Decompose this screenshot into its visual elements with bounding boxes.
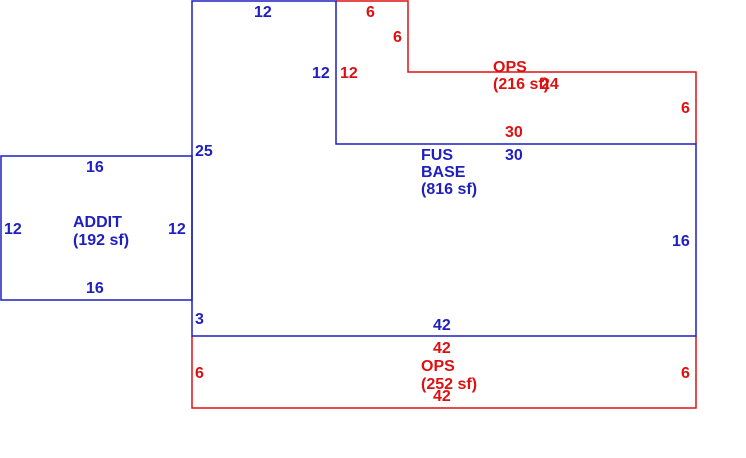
addit-top-dimension: 16 [86, 159, 104, 176]
base-right-dimension: 16 [672, 233, 690, 250]
ops-top-right-dimension: 6 [681, 100, 690, 117]
addit-area: (192 sf) [73, 232, 129, 249]
fus-base-name-line2: BASE [421, 164, 466, 181]
ops-top-area: (216 sf) [493, 76, 549, 93]
ops-bottom-top-dimension: 42 [433, 340, 451, 357]
ops-bottom-left-dimension: 6 [195, 365, 204, 382]
base-top-dimension: 12 [254, 4, 272, 21]
addit-outline [0, 155, 193, 301]
ops-bottom-name: OPS [421, 358, 455, 375]
ops-top-name: OPS [493, 59, 527, 76]
base-bottom-dimension: 42 [433, 317, 451, 334]
addit-bottom-dimension: 16 [86, 280, 104, 297]
ops-bottom-bottom-dimension: 42 [433, 388, 451, 405]
addit-left-dimension: 12 [4, 221, 22, 238]
addit-name: ADDIT [73, 214, 122, 231]
ops-top-left-dimension: 12 [340, 65, 358, 82]
ops-top-outline [336, 0, 697, 144]
ops-top-bottom-dimension: 30 [505, 124, 523, 141]
base-inner-horizontal-dimension: 30 [505, 147, 523, 164]
ops-bottom-area: (252 sf) [421, 376, 477, 393]
ops-bottom-outline [191, 336, 697, 409]
ops-top-step-dimension: 6 [393, 29, 402, 46]
base-inner-vertical-dimension: 12 [312, 65, 330, 82]
fus-base-name-line1: FUS [421, 147, 453, 164]
ops-top-top-dimension: 6 [366, 4, 375, 21]
addit-right-dimension: 12 [168, 221, 186, 238]
ops-top-upper-dimension: 24 [541, 76, 559, 93]
base-left-lower-dimension: 3 [195, 311, 204, 328]
fus-base-outline [191, 0, 697, 337]
ops-bottom-right-dimension: 6 [681, 365, 690, 382]
base-left-upper-dimension: 25 [195, 143, 213, 160]
fus-base-area: (816 sf) [421, 181, 477, 198]
